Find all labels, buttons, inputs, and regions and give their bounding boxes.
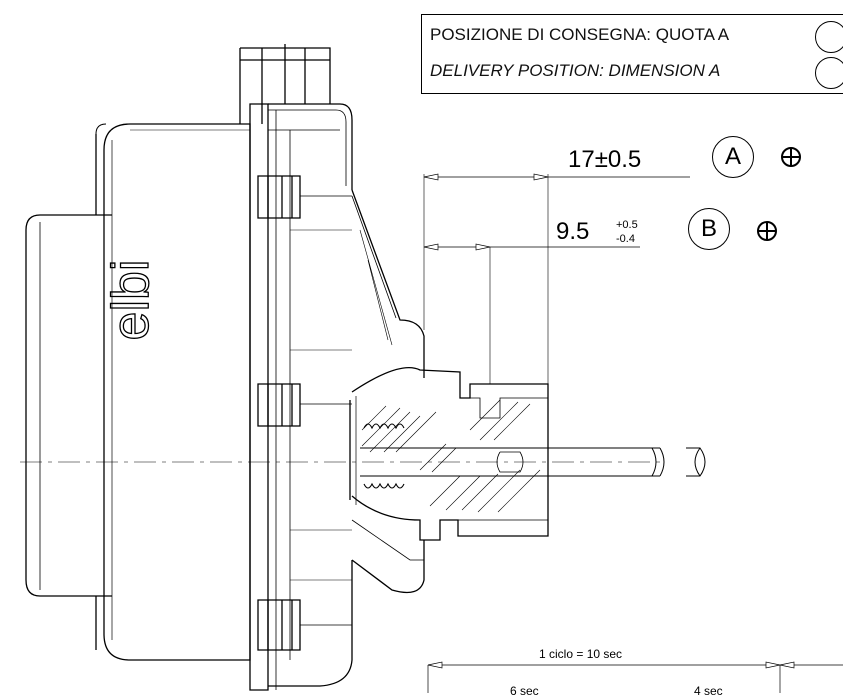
delivery-note-english: DELIVERY POSITION: DIMENSION A (430, 61, 721, 80)
shaft-housing (351, 366, 549, 541)
clip-tab-2 (257, 383, 301, 427)
dimension-circle-2 (815, 57, 843, 89)
rear-cap-outline (25, 214, 112, 597)
crosshair-icon (781, 147, 801, 167)
shaft (360, 447, 660, 477)
clip-tab-3 (257, 599, 301, 651)
top-connector (239, 44, 331, 124)
bubble-b: B (688, 208, 730, 250)
dimension-a-value: 17±0.5 (568, 146, 642, 173)
dimension-b-tol-minus: -0.4 (616, 233, 635, 245)
dimension-b-value: 9.5 (556, 218, 590, 245)
main-body-outline (103, 123, 251, 661)
dimension-b-tol-plus: +0.5 (616, 219, 638, 231)
cone-lower (351, 540, 425, 594)
timing-cycle-label: 1 ciclo = 10 sec (539, 647, 623, 661)
cone-upper (351, 189, 425, 378)
delivery-note-box: POSIZIONE DI CONSEGNA: QUOTA A DELIVERY … (421, 14, 843, 94)
elbi-logo: elbi (102, 260, 160, 341)
clip-tab-1 (257, 175, 301, 219)
timing-segment-1-label: 6 sec (510, 684, 539, 698)
crosshair-icon (757, 221, 777, 241)
bubble-a: A (712, 136, 754, 178)
flange-plate (249, 103, 269, 691)
delivery-note-italian: POSIZIONE DI CONSEGNA: QUOTA A (430, 25, 730, 44)
dimension-circle-1 (815, 21, 843, 53)
timing-segment-2-label: 4 sec (694, 684, 723, 698)
spring (363, 423, 405, 489)
